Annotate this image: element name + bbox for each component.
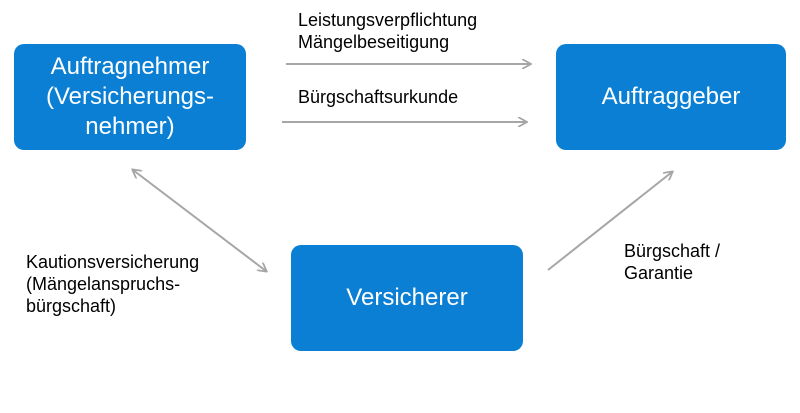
label-kaution-line-1: Kautionsversicherung (26, 252, 200, 272)
box-versicherer: Versicherer (291, 245, 523, 351)
label-buergschaft-line-1: Bürgschaft / (624, 241, 721, 261)
label-buergschaft: Bürgschaft / Garantie (624, 240, 720, 284)
label-buergschaftsurkunde: Bürgschaftsurkunde (298, 86, 458, 108)
box-auftragnehmer-line-1: Auftragnehmer (50, 53, 210, 80)
box-auftragnehmer-line-3: nehmer) (85, 113, 175, 140)
arrow-kaution-bidirectional (133, 170, 266, 271)
box-versicherer-label: Versicherer (346, 284, 468, 311)
label-buergschaftsurkunde-line-1: Bürgschaftsurkunde (298, 87, 459, 107)
label-buergschaft-line-2: Garantie (624, 263, 694, 283)
label-kaution: Kautionsversicherung (Mängelanspruchs- b… (26, 251, 199, 317)
label-leistung-line-1: Leistungsverpflichtung (298, 10, 478, 30)
label-kaution-line-2: (Mängelanspruchs- (26, 274, 181, 294)
box-auftraggeber: Auftraggeber (556, 44, 786, 150)
label-kaution-line-3: bürgschaft) (26, 296, 117, 316)
label-leistung-line-2: Mängelbeseitigung (298, 32, 450, 52)
box-auftragnehmer: Auftragnehmer (Versicherungs- nehmer) (14, 44, 246, 150)
arrow-versicherer-to-auftraggeber (547, 172, 672, 271)
box-auftragnehmer-line-2: (Versicherungs- (45, 83, 215, 110)
box-auftraggeber-label: Auftraggeber (601, 83, 741, 110)
label-leistung: Leistungsverpflichtung Mängelbeseitigung (298, 9, 477, 53)
